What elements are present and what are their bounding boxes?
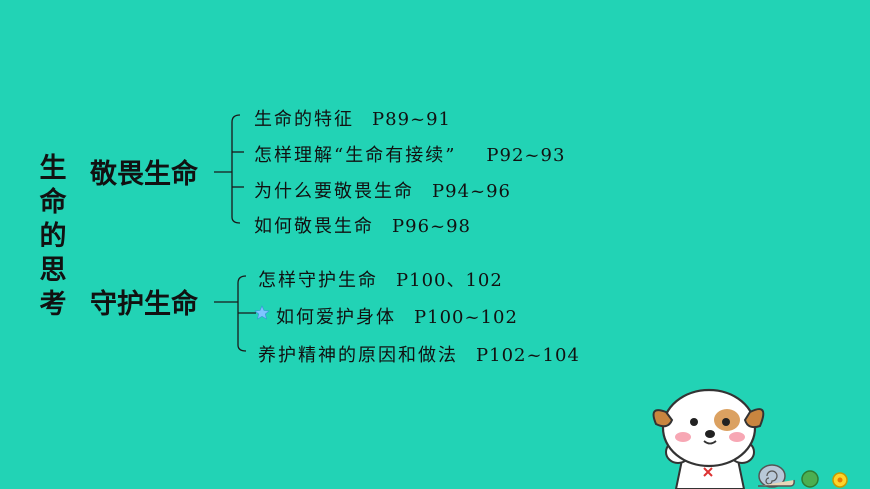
bracket-line (237, 275, 247, 352)
item-page-ref: P89~91 (372, 109, 452, 130)
leaf-icon (801, 470, 819, 488)
item-page-ref: P92~93 (486, 145, 566, 166)
section-heading-revere-life: 敬畏生命 (90, 159, 198, 190)
bracket-line (231, 114, 241, 224)
flower-icon (832, 472, 848, 488)
item-page-ref: P100、102 (396, 270, 503, 291)
item-text: 怎样守护生命 (258, 270, 378, 291)
list-item: 如何敬畏生命 P96~98 (254, 212, 471, 238)
title-char: 命 (39, 187, 67, 218)
title-char: 思 (39, 255, 67, 286)
list-item: 养护精神的原因和做法 P102~104 (258, 341, 580, 367)
title-char: 生 (39, 153, 67, 184)
item-page-ref: P100~102 (414, 307, 518, 328)
item-page-ref: P96~98 (392, 216, 472, 237)
item-text: 为什么要敬畏生命 (254, 181, 414, 202)
item-text: 如何爱护身体 (276, 307, 396, 328)
item-text: 如何敬畏生命 (254, 216, 374, 237)
item-text: 养护精神的原因和做法 (258, 345, 458, 366)
list-item: 怎样守护生命 P100、102 (258, 266, 503, 292)
vertical-title: 生 命 的 思 考 (38, 152, 68, 322)
list-item: 如何爱护身体 P100~102 (276, 303, 518, 329)
item-page-ref: P94~96 (432, 181, 512, 202)
section-heading-protect-life: 守护生命 (90, 289, 198, 320)
list-item: 怎样理解“生命有接续” P92~93 (254, 141, 565, 167)
snail-icon (758, 464, 795, 488)
title-char: 的 (39, 221, 67, 252)
item-text: 生命的特征 (254, 109, 354, 130)
list-item: 生命的特征 P89~91 (254, 105, 451, 131)
item-page-ref: P102~104 (476, 345, 580, 366)
puppy-icon (652, 388, 765, 489)
title-char: 考 (39, 289, 67, 320)
star-icon (254, 305, 270, 320)
item-text: 怎样理解“生命有接续” (254, 145, 457, 166)
list-item: 为什么要敬畏生命 P94~96 (254, 177, 511, 203)
